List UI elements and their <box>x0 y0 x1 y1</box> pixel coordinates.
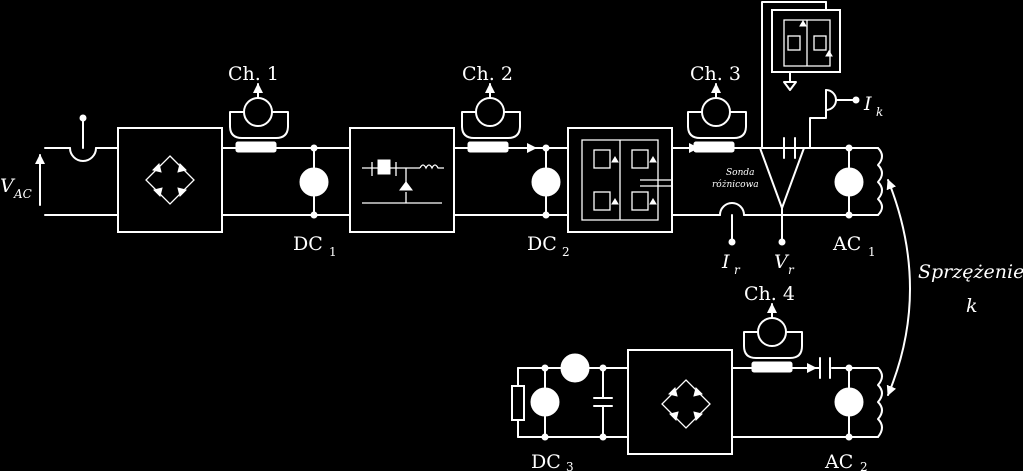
ch3-label: Ch. 3 <box>690 63 741 85</box>
dc2-sub: 2 <box>562 245 570 259</box>
coupling-label-2: k <box>966 295 978 317</box>
ch2-label: Ch. 2 <box>462 63 513 85</box>
differential-probe: Sonda różnicowa V r <box>712 147 805 277</box>
probe-ch4: Ch. 4 <box>743 283 803 373</box>
input-current-sensor <box>69 114 97 162</box>
ik-sub: k <box>876 105 883 119</box>
dc1-label: DC <box>293 233 323 255</box>
ac2-label: AC <box>824 451 853 471</box>
ik-sensor-and-driver: I k <box>761 1 883 149</box>
dc3-sub: 3 <box>566 460 574 471</box>
probe-ch2: Ch. 2 <box>461 63 537 153</box>
coil-2 <box>877 367 883 438</box>
ac2-voltmeter: AC 2 <box>824 364 868 471</box>
ac1-sub: 1 <box>868 245 876 259</box>
output-capacitor <box>593 364 613 441</box>
vac-label: V <box>0 175 16 197</box>
dc3-output: DC 3 <box>511 353 590 471</box>
probe-label-1: Sonda <box>726 168 755 178</box>
dc1-voltmeter: DC 1 <box>293 144 337 259</box>
ac1-voltmeter: AC 1 <box>832 144 876 259</box>
probe-label-2: różnicowa <box>712 179 759 190</box>
vr-label: V <box>774 251 790 273</box>
probe-ch3: Ch. 3 <box>675 63 747 153</box>
ch1-label: Ch. 1 <box>228 63 279 85</box>
ir-sub: r <box>734 263 741 277</box>
ac1-label: AC <box>832 233 861 255</box>
dc2-voltmeter: DC 2 <box>527 144 570 259</box>
series-capacitor <box>783 137 796 159</box>
dc3-label: DC <box>531 451 561 471</box>
coupling-arrow: Sprzężenie k <box>886 179 1023 396</box>
ik-label: I <box>863 93 872 115</box>
coil-1 <box>877 147 883 216</box>
vac-sub: AC <box>13 187 32 201</box>
buck-converter <box>349 127 455 233</box>
coupling-label-1: Sprzężenie <box>918 261 1023 283</box>
ir-label: I <box>721 251 730 273</box>
vac-source-label: V AC <box>0 154 45 206</box>
probe-ch1: Ch. 1 <box>228 63 289 153</box>
dc1-sub: 1 <box>329 245 337 259</box>
rectifier-bridge-2 <box>627 349 733 455</box>
ac2-sub: 2 <box>860 460 868 471</box>
dc2-label: DC <box>527 233 557 255</box>
vr-sub: r <box>788 263 795 277</box>
ch4-label: Ch. 4 <box>744 283 795 305</box>
inverter-bridge <box>567 127 673 233</box>
ir-current-sensor: I r <box>719 202 745 277</box>
series-capacitor-2 <box>799 357 831 379</box>
rectifier-bridge-1 <box>117 127 223 233</box>
